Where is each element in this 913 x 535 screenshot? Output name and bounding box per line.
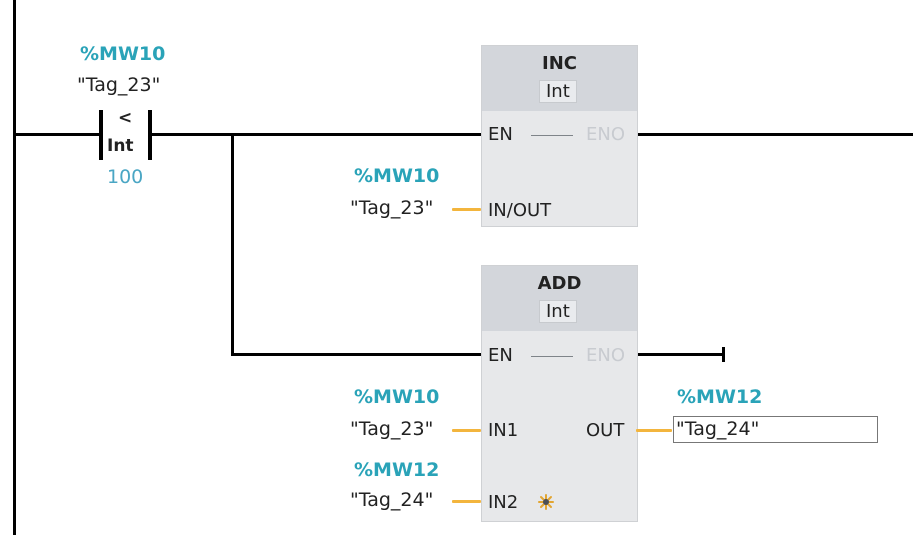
- add-eno-wire-end: [722, 347, 725, 362]
- add-in2-address[interactable]: %MW12: [354, 459, 440, 481]
- branch-wire-vertical: [231, 133, 234, 356]
- add-block[interactable]: ADD Int EN ENO IN1 OUT IN2: [481, 265, 638, 522]
- contact-right-bar[interactable]: [148, 110, 152, 160]
- add-out-wire: [636, 429, 672, 432]
- contact-type: Int: [107, 136, 134, 156]
- add-en-pin: EN: [488, 345, 513, 366]
- inc-en-eno-line: [531, 135, 573, 136]
- add-eno-wire: [636, 353, 724, 356]
- rung-wire-mid: [152, 133, 482, 136]
- contact-compare-value[interactable]: 100: [107, 166, 144, 188]
- contact-left-bar[interactable]: [99, 110, 103, 160]
- inc-en-pin: EN: [488, 124, 513, 145]
- inc-block[interactable]: INC Int EN ENO IN/OUT: [481, 45, 638, 227]
- add-in2-wire: [452, 500, 481, 503]
- contact-tag[interactable]: "Tag_23": [77, 74, 161, 96]
- inc-block-title: INC: [542, 53, 577, 74]
- add-in1-pin: IN1: [488, 420, 519, 441]
- add-in1-wire: [452, 429, 481, 432]
- add-en-eno-line: [531, 356, 573, 357]
- add-out-address[interactable]: %MW12: [677, 386, 763, 408]
- add-out-tag-input[interactable]: "Tag_24": [673, 416, 878, 443]
- sparkle-icon[interactable]: [537, 493, 555, 511]
- add-block-title: ADD: [537, 273, 582, 294]
- inc-inout-address[interactable]: %MW10: [354, 165, 440, 187]
- add-in1-address[interactable]: %MW10: [354, 386, 440, 408]
- add-in1-tag[interactable]: "Tag_23": [350, 418, 434, 440]
- contact-operator: <: [118, 108, 133, 128]
- inc-block-type[interactable]: Int: [539, 80, 577, 103]
- add-block-type[interactable]: Int: [539, 300, 577, 323]
- left-power-rail: [13, 0, 16, 535]
- inc-inout-wire: [452, 208, 481, 211]
- add-in2-pin: IN2: [488, 492, 519, 513]
- rung-wire-left: [15, 133, 101, 136]
- add-in2-tag[interactable]: "Tag_24": [350, 489, 434, 511]
- inc-inout-pin: IN/OUT: [488, 200, 552, 221]
- branch-wire-to-add: [231, 353, 482, 356]
- rung-wire-eno-inc: [636, 133, 913, 136]
- add-eno-pin: ENO: [586, 345, 626, 366]
- add-out-pin: OUT: [586, 420, 625, 441]
- contact-address[interactable]: %MW10: [80, 43, 166, 65]
- inc-eno-pin: ENO: [586, 124, 626, 145]
- inc-inout-tag[interactable]: "Tag_23": [350, 197, 434, 219]
